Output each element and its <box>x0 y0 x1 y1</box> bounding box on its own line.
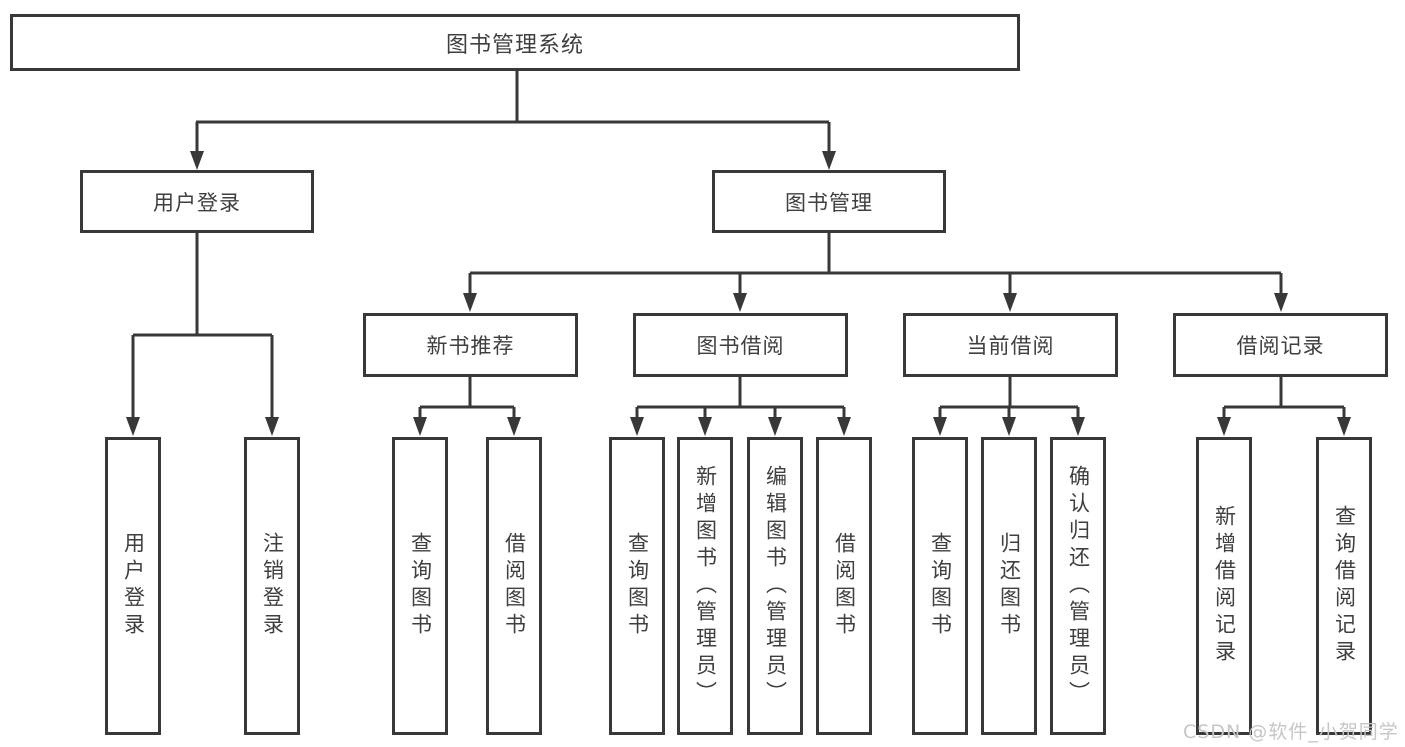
node-current-borrowing: 当前借阅 <box>903 313 1118 377</box>
node-query-books-current: 查询图书 <box>912 437 968 735</box>
node-label: 注销登录 <box>260 532 285 640</box>
node-label: 借阅图书 <box>832 532 857 640</box>
node-book-borrowing: 图书借阅 <box>633 313 848 377</box>
node-label: 新增借阅记录 <box>1212 505 1237 667</box>
node-label: 新书推荐 <box>426 334 515 358</box>
node-add-books-admin: 新增图书（管理员） <box>677 437 733 735</box>
watermark: CSDN @软件_小贺同学 <box>1183 721 1399 743</box>
node-label: 确认归还（管理员） <box>1066 464 1091 708</box>
node-user-login-action: 用户登录 <box>105 437 161 735</box>
node-new-book-recommendation: 新书推荐 <box>363 313 578 377</box>
node-label: 归还图书 <box>997 532 1022 640</box>
node-label: 查询图书 <box>408 532 433 640</box>
node-query-borrow-record: 查询借阅记录 <box>1316 437 1372 735</box>
node-label: 借阅记录 <box>1236 334 1325 358</box>
node-user-login: 用户登录 <box>80 170 314 233</box>
node-label: 用户登录 <box>121 532 146 640</box>
node-logout: 注销登录 <box>244 437 300 735</box>
node-label: 查询图书 <box>625 532 650 640</box>
node-add-borrow-record: 新增借阅记录 <box>1196 437 1252 735</box>
node-book-management: 图书管理 <box>712 170 946 233</box>
node-borrowing-records: 借阅记录 <box>1173 313 1388 377</box>
node-confirm-return-admin: 确认归还（管理员） <box>1050 437 1106 735</box>
node-label: 新增图书（管理员） <box>693 464 718 708</box>
node-label: 当前借阅 <box>966 334 1055 358</box>
node-edit-books-admin: 编辑图书（管理员） <box>747 437 803 735</box>
node-label: 图书管理系统 <box>445 32 584 58</box>
node-book-management-system: 图书管理系统 <box>10 14 1020 71</box>
node-query-books-borrowing: 查询图书 <box>609 437 665 735</box>
node-query-books-recommend: 查询图书 <box>392 437 448 735</box>
node-return-books: 归还图书 <box>981 437 1037 735</box>
node-label: 借阅图书 <box>502 532 527 640</box>
node-borrow-books-borrowing: 借阅图书 <box>816 437 872 735</box>
node-label: 图书借阅 <box>696 334 785 358</box>
node-label: 用户登录 <box>153 190 241 215</box>
node-label: 查询借阅记录 <box>1332 505 1357 667</box>
node-label: 图书管理 <box>785 190 873 215</box>
node-borrow-books-recommend: 借阅图书 <box>486 437 542 735</box>
node-label: 查询图书 <box>928 532 953 640</box>
node-label: 编辑图书（管理员） <box>763 464 788 708</box>
